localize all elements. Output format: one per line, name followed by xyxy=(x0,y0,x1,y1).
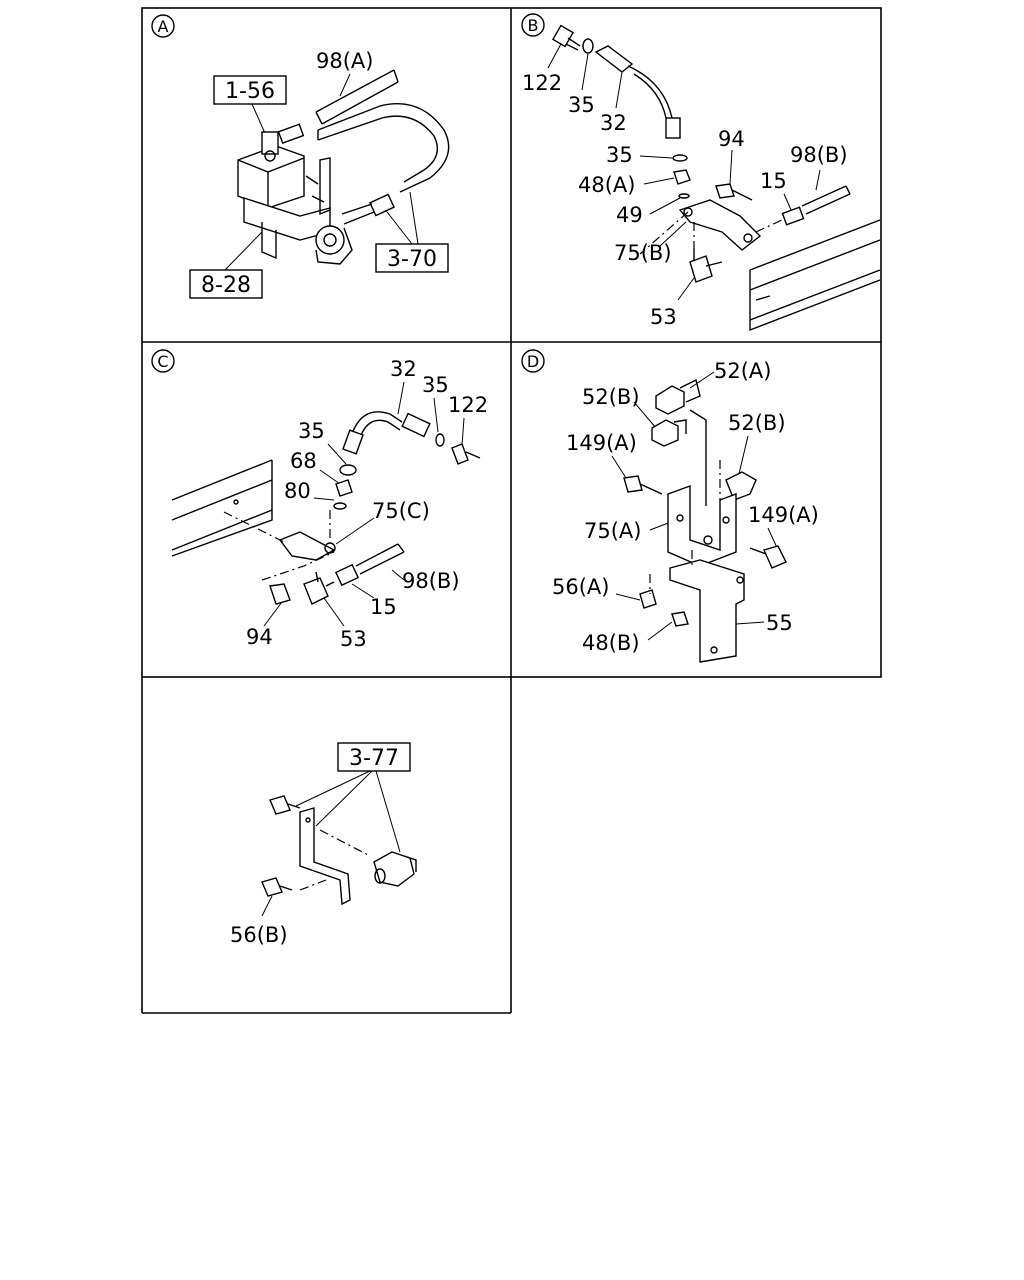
panel-d: D 52(A) 52(B) 52(B) 149(A) 149(A) 75(A) … xyxy=(521,349,819,663)
brake-hose-drawing xyxy=(171,411,481,605)
panel-e: 3-77 56(B) xyxy=(230,742,417,947)
part-label: 52(B) xyxy=(582,385,640,409)
part-label: 32 xyxy=(390,357,417,381)
part-label: 53 xyxy=(650,305,677,329)
part-label: 56(B) xyxy=(230,923,288,947)
part-label: 122 xyxy=(448,393,488,417)
part-label: 35 xyxy=(568,93,595,117)
part-label: 94 xyxy=(718,127,745,151)
part-label: 35 xyxy=(606,143,633,167)
panel-a-badge: A xyxy=(151,14,175,38)
leader-lines xyxy=(263,381,465,627)
ref-box[interactable]: 8-28 xyxy=(189,269,263,299)
part-label: 32 xyxy=(600,111,627,135)
panel-c-badge: C xyxy=(151,349,175,373)
valve-assembly-drawing xyxy=(237,69,450,265)
part-label: 15 xyxy=(760,169,787,193)
leader-lines xyxy=(547,41,821,301)
part-label: 68 xyxy=(290,449,317,473)
panel-letter: A xyxy=(158,17,169,36)
part-label: 53 xyxy=(340,627,367,651)
leader-lines xyxy=(611,371,779,641)
ref-box[interactable]: 3-77 xyxy=(337,742,411,772)
part-label: 98(B) xyxy=(790,143,848,167)
panel-c: C 32 35 122 35 68 80 75(C) 98(B) 15 94 5… xyxy=(151,349,488,651)
part-label: 98(B) xyxy=(402,569,460,593)
ref-box-label: 8-28 xyxy=(201,273,251,298)
brake-hose-drawing xyxy=(551,24,881,332)
ref-box-label: 1-56 xyxy=(225,79,275,104)
panel-a: A 1-56 8-28 3-70 98(A) xyxy=(151,14,450,299)
part-label: 52(B) xyxy=(728,411,786,435)
part-label: 80 xyxy=(284,479,311,503)
panel-b: B 122 35 32 35 48(A) 49 75(B) 53 94 98(B… xyxy=(521,13,881,332)
part-label: 75(B) xyxy=(614,241,672,265)
part-label: 94 xyxy=(246,625,273,649)
ref-box-label: 3-77 xyxy=(349,746,399,771)
ref-box-label: 3-70 xyxy=(387,247,437,272)
bracket-drawing xyxy=(623,378,787,663)
part-label: 35 xyxy=(422,373,449,397)
part-label: 55 xyxy=(766,611,793,635)
part-label: 122 xyxy=(522,71,562,95)
part-label: 75(A) xyxy=(584,519,641,543)
part-label: 35 xyxy=(298,419,325,443)
panel-b-badge: B xyxy=(521,13,545,37)
panel-d-badge: D xyxy=(521,349,545,373)
part-label: 149(A) xyxy=(566,431,637,455)
panel-frame-grid xyxy=(141,7,882,1014)
part-label: 56(A) xyxy=(552,575,609,599)
part-label: 98(A) xyxy=(316,49,373,73)
part-label: 52(A) xyxy=(714,359,771,383)
part-label: 48(B) xyxy=(582,631,640,655)
part-label: 15 xyxy=(370,595,397,619)
part-label: 49 xyxy=(616,203,643,227)
part-label: 48(A) xyxy=(578,173,635,197)
bracket-drawing xyxy=(261,795,417,906)
part-label: 75(C) xyxy=(372,499,430,523)
ref-box[interactable]: 1-56 xyxy=(213,75,287,105)
panel-letter: B xyxy=(528,16,539,35)
panel-letter: D xyxy=(527,352,539,371)
part-label: 149(A) xyxy=(748,503,819,527)
panel-letter: C xyxy=(157,352,168,371)
ref-box[interactable]: 3-70 xyxy=(375,243,449,273)
